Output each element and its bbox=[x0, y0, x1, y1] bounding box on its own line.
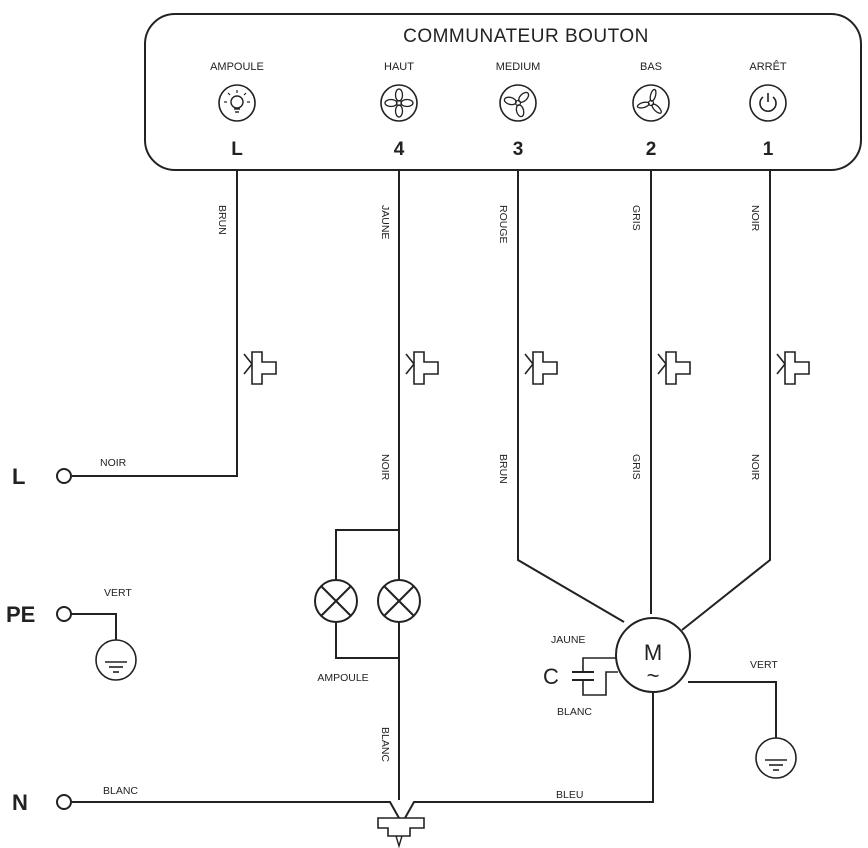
motor-symbol: M bbox=[644, 640, 662, 665]
wire-labels: BRUN JAUNE ROUGE GRIS NOIR NOIR BRUN GRI… bbox=[100, 205, 778, 801]
position-arret: ARRÊT 1 bbox=[749, 60, 787, 160]
connector-3 bbox=[524, 351, 558, 385]
lamps-label: AMPOULE bbox=[317, 672, 368, 684]
terminal-l: L bbox=[12, 464, 72, 489]
wire-label-bleu: BLEU bbox=[556, 789, 583, 801]
connector-l bbox=[243, 351, 277, 385]
wire-brun bbox=[72, 170, 238, 477]
wire-label-jaune-cap: JAUNE bbox=[551, 634, 585, 646]
wire-connectors bbox=[243, 351, 810, 385]
motor-circle bbox=[615, 617, 691, 693]
light-bulb-icon bbox=[218, 84, 256, 122]
wire-label-noir-1: NOIR bbox=[749, 454, 761, 481]
wire-label-brun: BRUN bbox=[216, 205, 228, 235]
position-number: 4 bbox=[394, 139, 405, 160]
position-number: L bbox=[231, 139, 243, 160]
switch-panel: COMMUNATEUR BOUTON AMPOULE L HAUT bbox=[144, 13, 862, 171]
wire-label-rouge: ROUGE bbox=[497, 205, 509, 244]
terminal-pe-label: PE bbox=[6, 602, 35, 627]
wire-bleu bbox=[404, 690, 654, 819]
terminal-n: N bbox=[12, 790, 72, 815]
position-label: BAS bbox=[640, 61, 662, 73]
cap-wire-top bbox=[582, 657, 618, 672]
terminal-l-dot bbox=[56, 468, 72, 484]
wire-noir bbox=[681, 170, 771, 631]
panel-title: COMMUNATEUR BOUTON bbox=[403, 26, 649, 47]
position-bas: BAS 2 bbox=[632, 61, 670, 160]
fan-medium-icon bbox=[499, 84, 537, 122]
capacitor-symbol: C bbox=[543, 664, 559, 689]
wires bbox=[71, 170, 777, 819]
position-number: 1 bbox=[763, 139, 774, 160]
position-label: HAUT bbox=[384, 61, 414, 73]
position-ampoule: AMPOULE L bbox=[210, 61, 264, 160]
terminal-n-dot bbox=[56, 794, 72, 810]
position-label: ARRÊT bbox=[749, 60, 787, 73]
ground-pe-icon bbox=[95, 639, 137, 681]
wire-rouge-brun bbox=[517, 170, 625, 623]
position-label: MEDIUM bbox=[496, 61, 541, 73]
fan-low-icon bbox=[632, 84, 670, 122]
neutral-connector bbox=[377, 817, 425, 848]
position-medium: MEDIUM 3 bbox=[496, 61, 541, 160]
position-number: 2 bbox=[646, 139, 657, 160]
wire-label-blanc-cap: BLANC bbox=[557, 706, 592, 718]
ground-motor-icon bbox=[755, 737, 797, 779]
connector-1 bbox=[776, 351, 810, 385]
capacitor: C bbox=[543, 664, 594, 689]
lamp-right-icon bbox=[377, 579, 421, 623]
wire-blanc-n bbox=[72, 801, 400, 819]
wire-label-blanc-n: BLANC bbox=[103, 785, 138, 797]
connector-2 bbox=[657, 351, 691, 385]
wire-vert-pe bbox=[71, 613, 117, 645]
wire-label-noir: NOIR bbox=[749, 205, 761, 232]
terminal-l-label: L bbox=[12, 464, 25, 489]
wire-label-blanc-lamp: BLANC bbox=[379, 727, 391, 762]
terminal-pe: PE bbox=[6, 602, 72, 627]
terminal-pe-dot bbox=[56, 606, 72, 622]
lamp-left-icon bbox=[314, 579, 358, 623]
wire-label-gris: GRIS bbox=[630, 205, 642, 231]
wire-label-brun-3: BRUN bbox=[497, 454, 509, 484]
wire-vert-motor bbox=[688, 681, 777, 740]
wire-label-jaune: JAUNE bbox=[379, 205, 391, 239]
cap-wire-bottom bbox=[582, 671, 618, 696]
motor: M ~ bbox=[615, 617, 691, 693]
connector-4 bbox=[405, 351, 439, 385]
position-label: AMPOULE bbox=[210, 61, 264, 73]
wire-label-vert-motor: VERT bbox=[750, 659, 778, 671]
terminal-n-label: N bbox=[12, 790, 28, 815]
motor-tilde: ~ bbox=[647, 663, 660, 688]
fan-high-icon bbox=[380, 84, 418, 122]
position-haut: HAUT 4 bbox=[380, 61, 418, 160]
wire-label-vert-pe: VERT bbox=[104, 587, 132, 599]
wire-label-noir-4: NOIR bbox=[379, 454, 391, 481]
power-icon bbox=[749, 84, 787, 122]
wire-label-noir-l: NOIR bbox=[100, 457, 127, 469]
position-number: 3 bbox=[513, 139, 524, 160]
wire-label-gris-2: GRIS bbox=[630, 454, 642, 480]
